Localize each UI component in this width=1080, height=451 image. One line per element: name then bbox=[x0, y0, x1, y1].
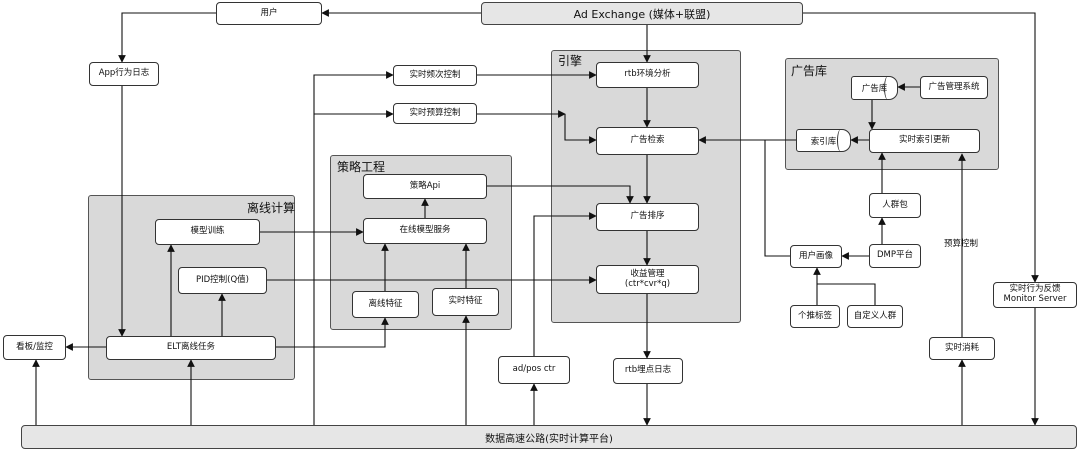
ad-management-system-node: 广告管理系统 bbox=[920, 76, 988, 99]
rtb-env-analysis-node: rtb环境分析 bbox=[596, 62, 699, 88]
data-highway-node: 数据高速公路(实时计算平台) bbox=[21, 425, 1077, 449]
strategy-api-node: 策略Api bbox=[363, 174, 487, 199]
offline-feature-node: 离线特征 bbox=[352, 291, 419, 318]
ad-ranking-node: 广告排序 bbox=[596, 203, 699, 231]
rtb-tracking-log-node: rtb埋点日志 bbox=[613, 358, 683, 384]
user-profile-node: 用户画像 bbox=[790, 245, 842, 268]
crowd-pack-node: 人群包 bbox=[869, 193, 921, 218]
ad-exchange-node: Ad Exchange (媒体+联盟) bbox=[481, 2, 803, 25]
ad-retrieval-node: 广告检索 bbox=[596, 127, 699, 155]
revenue-management-node: 收益管理 (ctr*cvr*q) bbox=[596, 265, 699, 294]
monitor-server-node: 实时行为反馈 Monitor Server bbox=[993, 282, 1077, 308]
app-log-node: App行为日志 bbox=[89, 62, 159, 86]
dmp-platform-node: DMP平台 bbox=[869, 244, 921, 268]
realtime-feature-node: 实时特征 bbox=[432, 288, 499, 316]
dashboard-monitor-node: 看板/监控 bbox=[3, 335, 66, 360]
freq-control-node: 实时频次控制 bbox=[393, 65, 477, 86]
realtime-consumption-node: 实时消耗 bbox=[929, 337, 995, 360]
ad-pos-ctr-node: ad/pos ctr bbox=[498, 356, 570, 384]
index-database-node: 索引库 bbox=[796, 129, 851, 152]
user-node: 用户 bbox=[216, 2, 322, 25]
model-training-node: 模型训练 bbox=[155, 219, 260, 245]
ad-database-node: 广告库 bbox=[851, 76, 898, 100]
group-strategy-title: 策略工程 bbox=[337, 160, 386, 174]
budget-control-node: 实时预算控制 bbox=[393, 103, 477, 124]
realtime-index-update-node: 实时索引更新 bbox=[869, 129, 980, 153]
elt-offline-task-node: ELT离线任务 bbox=[106, 336, 276, 360]
pid-control-node: PID控制(Q值) bbox=[178, 267, 267, 294]
personal-tags-node: 个推标签 bbox=[790, 305, 840, 328]
budget-control-edge-label: 预算控制 bbox=[944, 239, 979, 249]
online-model-service-node: 在线模型服务 bbox=[363, 218, 487, 244]
custom-crowd-node: 自定义人群 bbox=[847, 305, 903, 328]
group-engine-title: 引擎 bbox=[558, 54, 583, 68]
group-offline-title: 离线计算 bbox=[247, 201, 296, 215]
group-adlib-title: 广告库 bbox=[791, 64, 828, 78]
